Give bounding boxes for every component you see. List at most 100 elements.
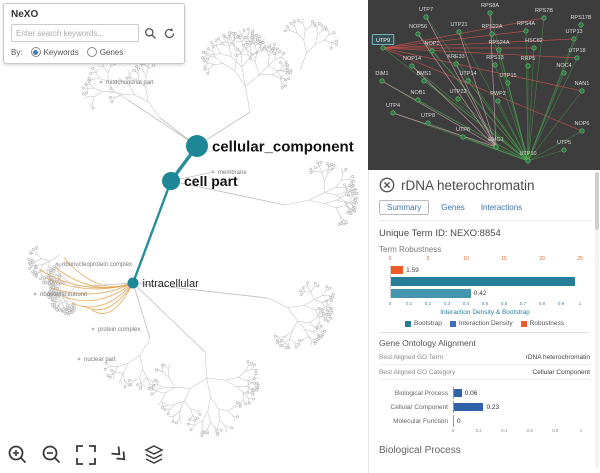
gene-node[interactable] [523, 28, 529, 34]
tree-leaf[interactable] [252, 397, 255, 401]
tree-leaf[interactable] [150, 392, 154, 396]
tree-leaf[interactable] [344, 221, 348, 225]
tree-leaf[interactable] [109, 95, 112, 99]
gene-label[interactable]: UTP18 [568, 48, 585, 54]
gene-node[interactable] [495, 98, 501, 104]
gene-node[interactable] [578, 22, 584, 28]
tree-leaf[interactable] [136, 383, 140, 387]
tree-leaf[interactable] [29, 250, 33, 254]
tree-leaf[interactable] [254, 369, 258, 372]
zoom-in-button[interactable] [6, 443, 30, 467]
tree-leaf[interactable] [114, 79, 118, 83]
tree-leaf[interactable] [51, 297, 54, 301]
tree-leaf[interactable] [247, 27, 250, 31]
tree-leaf[interactable] [311, 20, 314, 24]
gene-label[interactable]: DIM1 [375, 71, 388, 77]
tree-leaf[interactable] [328, 164, 331, 168]
tree-leaf[interactable] [313, 22, 317, 26]
tree-leaf[interactable] [202, 431, 206, 435]
tree-leaf[interactable] [261, 46, 265, 50]
tree-leaf[interactable] [323, 318, 327, 322]
tree-leaf[interactable] [238, 404, 242, 408]
tree-leaf[interactable] [84, 82, 88, 86]
tree-leaf[interactable] [251, 29, 255, 33]
gene-label[interactable]: UTP14 [459, 71, 476, 77]
tree-leaf[interactable] [286, 63, 289, 67]
search-icon[interactable] [143, 26, 158, 41]
tree-leaf[interactable] [206, 47, 210, 51]
tree-leaf[interactable] [325, 299, 328, 303]
tree-leaf[interactable] [319, 160, 323, 164]
tree-node[interactable] [99, 80, 103, 84]
tree-leaf[interactable] [211, 45, 215, 48]
tab-interactions[interactable]: Interactions [480, 203, 523, 212]
tree-leaf[interactable] [317, 307, 321, 310]
tree-leaf[interactable] [284, 346, 288, 349]
gene-label[interactable]: UTP6 [456, 127, 470, 133]
tree-leaf[interactable] [278, 50, 282, 54]
tree-leaf[interactable] [253, 377, 256, 381]
tree-leaf[interactable] [323, 329, 327, 333]
gene-node[interactable] [571, 36, 577, 42]
tree-leaf[interactable] [50, 302, 54, 306]
tree-leaf[interactable] [166, 412, 170, 416]
tree-leaf[interactable] [343, 183, 346, 187]
gene-label[interactable]: NOB1 [411, 90, 426, 96]
gene-node[interactable] [541, 15, 547, 21]
search-input[interactable] [11, 24, 139, 42]
fit-view-button[interactable] [74, 443, 98, 467]
tree-leaf[interactable] [309, 170, 313, 174]
tree-leaf[interactable] [54, 292, 57, 295]
tree-leaf[interactable] [44, 281, 47, 285]
tree-leaf[interactable] [133, 69, 137, 72]
tree-leaf[interactable] [58, 263, 62, 267]
tree-leaf[interactable] [251, 38, 255, 42]
tree-leaf[interactable] [82, 92, 86, 96]
tree-leaf[interactable] [313, 341, 317, 345]
tree-leaf[interactable] [276, 341, 280, 345]
gene-node[interactable] [579, 88, 585, 94]
tree-leaf[interactable] [332, 163, 336, 167]
tree-leaf[interactable] [320, 309, 324, 313]
tree-leaf[interactable] [246, 360, 250, 364]
layers-button[interactable] [142, 443, 166, 467]
tree-leaf[interactable] [250, 31, 254, 35]
tree-leaf[interactable] [233, 31, 237, 35]
tree-leaf[interactable] [335, 39, 339, 43]
gene-node[interactable] [496, 47, 502, 53]
tree-leaf[interactable] [251, 392, 255, 396]
tree-leaf[interactable] [49, 267, 53, 271]
tree-leaf[interactable] [28, 266, 32, 270]
tree-leaf[interactable] [228, 31, 232, 34]
tree-leaf[interactable] [236, 47, 240, 51]
tree-leaf[interactable] [325, 28, 328, 32]
radio-genes-dot[interactable] [86, 47, 97, 57]
gene-label[interactable]: NOP1 [425, 41, 440, 47]
tree-leaf[interactable] [327, 319, 330, 323]
tree-leaf[interactable] [297, 19, 300, 23]
gene-node[interactable] [579, 128, 585, 134]
gene-node[interactable] [561, 70, 567, 76]
gene-node[interactable] [574, 55, 580, 61]
tree-leaf[interactable] [203, 65, 207, 69]
collapse-all-button[interactable] [108, 443, 132, 467]
tree-leaf[interactable] [285, 66, 289, 69]
tree-leaf[interactable] [62, 308, 65, 312]
gene-label[interactable]: HSC82 [525, 38, 543, 44]
gene-label[interactable]: UTP15 [499, 73, 516, 79]
tree-leaf[interactable] [139, 386, 142, 390]
tree-leaf[interactable] [285, 25, 289, 29]
tree-leaf[interactable] [206, 57, 209, 61]
tree-leaf[interactable] [210, 41, 214, 45]
tree-leaf[interactable] [200, 434, 204, 438]
tree-leaf[interactable] [330, 310, 334, 314]
tree-leaf[interactable] [147, 386, 151, 390]
tree-leaf[interactable] [219, 428, 223, 432]
tree-leaf[interactable] [54, 307, 58, 311]
tree-leaf[interactable] [198, 413, 202, 416]
term-node[interactable] [186, 135, 208, 157]
tree-leaf[interactable] [234, 53, 238, 57]
tree-leaf[interactable] [287, 77, 291, 80]
